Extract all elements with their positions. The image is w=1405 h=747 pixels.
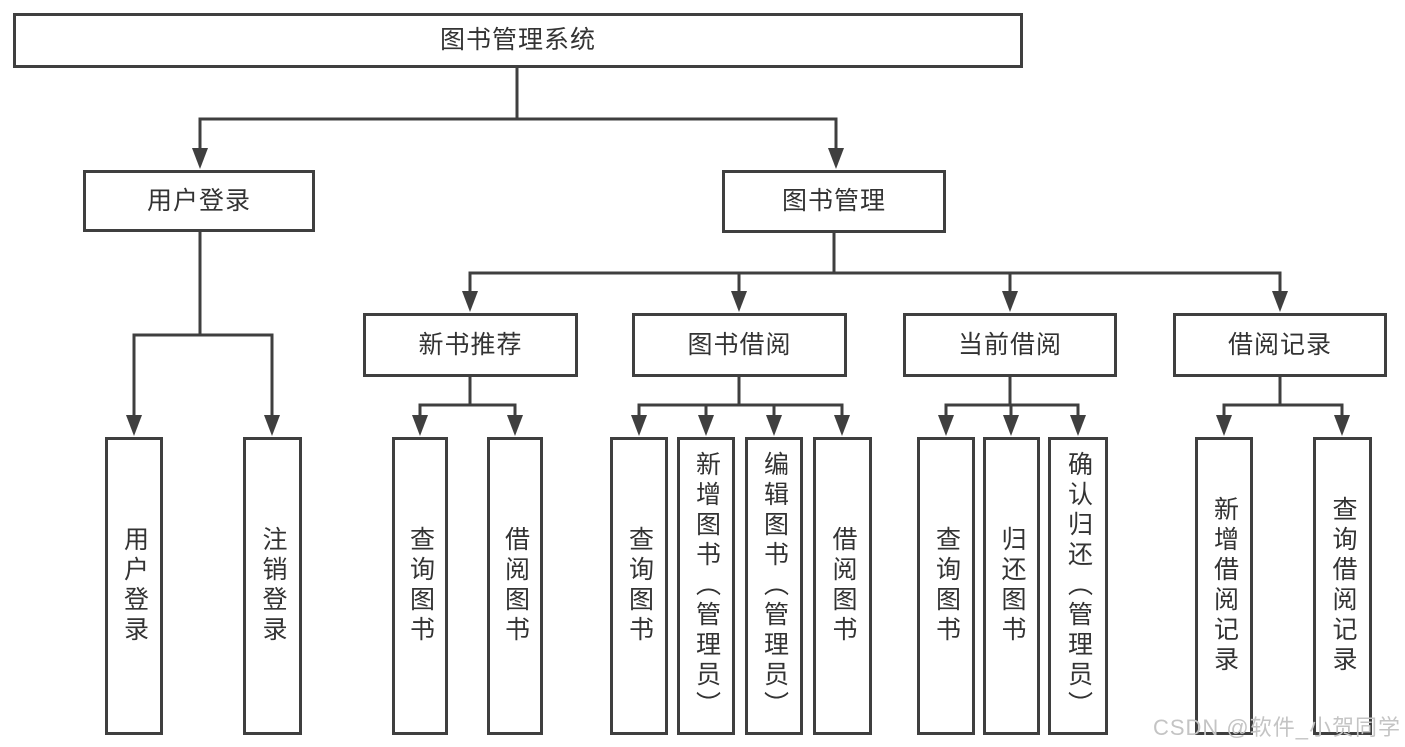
leaf-label: 查询借阅记录 (1329, 496, 1357, 676)
leaf-label: 归还图书 (998, 526, 1026, 646)
node-new-book-recommend: 新书推荐 (363, 313, 578, 377)
leaf-label: 查询图书 (625, 526, 654, 646)
leaf-label: 查询图书 (932, 526, 961, 646)
leaf-label: 确认归还（管理员） (1064, 451, 1093, 721)
node-current-borrow: 当前借阅 (903, 313, 1117, 377)
node-user-login: 用户登录 (83, 170, 315, 232)
node-library-management-system: 图书管理系统 (13, 13, 1023, 68)
node-label: 新书推荐 (418, 330, 523, 359)
node-label: 图书管理系统 (439, 26, 596, 54)
leaf-label: 借阅图书 (501, 526, 530, 646)
node-book-borrow: 图书借阅 (632, 313, 847, 377)
leaf-label: 新增图书（管理员） (692, 451, 721, 721)
leaf-edit-books-admin: 编辑图书（管理员） (745, 437, 803, 735)
csdn-watermark: CSDN @软件_小贺同学 (1152, 715, 1401, 740)
leaf-user-login: 用户登录 (105, 437, 163, 735)
leaf-borrow-books-recommend: 借阅图书 (487, 437, 543, 735)
leaf-confirm-return-admin: 确认归还（管理员） (1048, 437, 1108, 735)
leaf-label: 注销登录 (259, 526, 287, 646)
leaf-label: 新增借阅记录 (1210, 496, 1239, 676)
leaf-label: 编辑图书（管理员） (760, 451, 789, 721)
node-label: 图书管理 (781, 187, 886, 215)
leaf-label: 查询图书 (406, 526, 435, 646)
node-label: 当前借阅 (957, 330, 1062, 359)
node-borrow-records: 借阅记录 (1173, 313, 1387, 377)
leaf-add-borrow-record: 新增借阅记录 (1195, 437, 1253, 735)
node-label: 用户登录 (146, 186, 251, 215)
leaf-label: 借阅图书 (829, 526, 857, 646)
leaf-label: 用户登录 (120, 526, 149, 646)
leaf-query-borrow-record: 查询借阅记录 (1313, 437, 1372, 735)
leaf-query-books-recommend: 查询图书 (392, 437, 448, 735)
leaf-add-books-admin: 新增图书（管理员） (677, 437, 735, 735)
leaf-query-books-current: 查询图书 (917, 437, 975, 735)
leaf-query-books-borrow: 查询图书 (610, 437, 668, 735)
leaf-logout: 注销登录 (243, 437, 302, 735)
node-label: 图书借阅 (687, 330, 792, 359)
node-book-management: 图书管理 (722, 170, 946, 233)
leaf-return-books: 归还图书 (983, 437, 1040, 735)
node-label: 借阅记录 (1227, 330, 1332, 359)
leaf-borrow-books: 借阅图书 (813, 437, 872, 735)
